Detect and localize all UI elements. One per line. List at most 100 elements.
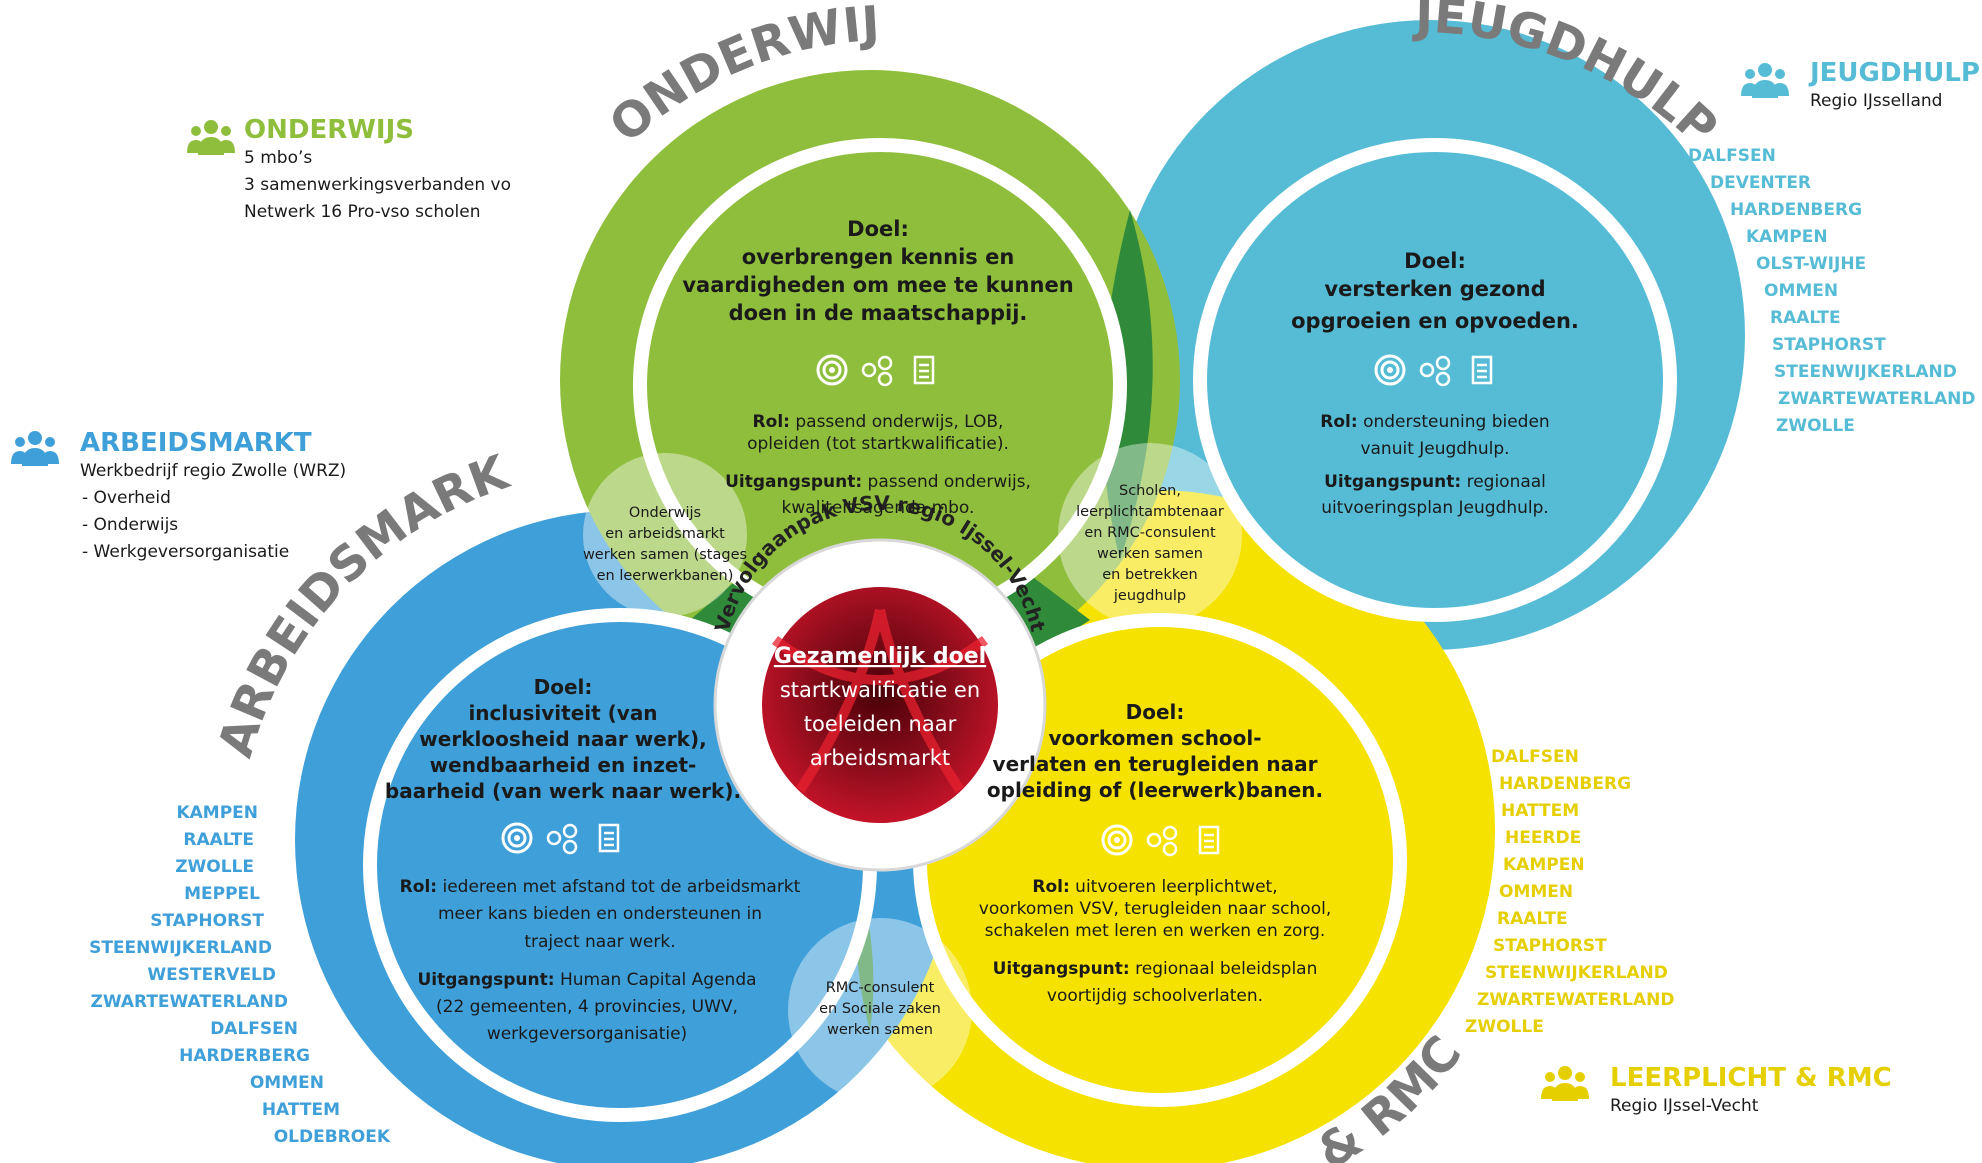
svg-text:Uitgangspunt: Human Capital Ag: Uitgangspunt: Human Capital Agenda <box>417 970 756 990</box>
svg-text:Scholen,: Scholen, <box>1119 483 1181 499</box>
svg-text:en arbeidsmarkt: en arbeidsmarkt <box>605 526 725 542</box>
town-item: HARDENBERG <box>1499 774 1632 794</box>
svg-text:jeugdhulp: jeugdhulp <box>1113 588 1186 604</box>
bubble-onderwijs-jeugdhulp <box>1058 443 1242 627</box>
svg-text:werken samen (stages: werken samen (stages <box>583 547 747 563</box>
town-item: ZWARTEWATERLAND <box>1778 389 1976 409</box>
target-icon <box>1101 824 1133 856</box>
icon-row <box>1101 824 1220 857</box>
side-list-item: Onderwijs <box>82 512 346 539</box>
town-item: KAMPEN <box>1503 855 1585 875</box>
rol-line: schakelen met leren en werken en zorg. <box>985 921 1326 941</box>
uitgangspunt-line: voortijdig schoolverlaten. <box>1047 986 1263 1006</box>
doel-line: opgroeien en opvoeden. <box>1291 309 1579 333</box>
bubble-onderwijs-arbeidsmarkt <box>583 453 747 617</box>
town-item: DALFSEN <box>210 1019 298 1039</box>
rol-label: Rol: <box>1032 877 1069 897</box>
doel-label: Doel: <box>534 675 593 699</box>
town-item: RAALTE <box>183 830 254 850</box>
uitgangspunt-line: passend onderwijs, <box>862 472 1031 492</box>
town-item: HATTEM <box>261 1100 340 1120</box>
overlap-arbeidsmarkt-leerplicht-text: RMC-consulent en Sociale zaken werken sa… <box>819 980 941 1038</box>
disk-jeugdhulp <box>1193 138 1677 622</box>
town-list-leerplicht: DALFSEN HARDENBERG HATTEM HEERDE KAMPEN … <box>1465 744 1674 1041</box>
uitgangspunt-line: kwaliteitsagenda mbo. <box>782 498 975 518</box>
network-icon <box>1419 355 1451 387</box>
side-list-item: Overheid <box>82 485 346 512</box>
svg-text:leerplichtambtenaar: leerplichtambtenaar <box>1076 504 1224 520</box>
document-icon <box>598 823 620 853</box>
doel-line: werkloosheid naar werk), <box>419 727 706 751</box>
svg-text:Rol: uitvoeren leerplichtwet,: Rol: uitvoeren leerplichtwet, <box>1032 877 1277 897</box>
doel-line: vaardigheden om mee te kunnen <box>682 273 1073 297</box>
town-item: WESTERVELD <box>147 965 276 985</box>
svg-text:werken samen: werken samen <box>1097 546 1203 562</box>
uitgangspunt-label: Uitgangspunt: <box>1324 472 1461 492</box>
uitgangspunt-line: (22 gemeenten, 4 provincies, UWV, <box>436 997 738 1017</box>
svg-text:Onderwijs: Onderwijs <box>629 505 701 521</box>
overlap-onderwijs-jeugdhulp-text: Scholen, leerplichtambtenaar en RMC-cons… <box>1076 483 1224 604</box>
target-icon <box>501 822 533 854</box>
doel-label: Doel: <box>847 217 909 241</box>
rol-line: opleiden (tot startkwalificatie). <box>747 434 1009 454</box>
side-block-arbeidsmarkt: ARBEIDSMARKT Werkbedrijf regio Zwolle (W… <box>11 428 346 566</box>
onderwijs-content: Doel: overbrengen kennis en vaardigheden… <box>682 217 1073 518</box>
svg-text:Uitgangspunt: regionaal beleid: Uitgangspunt: regionaal beleidsplan <box>993 959 1318 979</box>
uitgangspunt-label: Uitgangspunt: <box>417 970 554 990</box>
town-list-arbeidsmarkt: KAMPEN RAALTE ZWOLLE MEPPEL STAPHORST ST… <box>60 800 390 1151</box>
document-icon <box>913 355 935 385</box>
town-item: DALFSEN <box>1688 146 1776 166</box>
side-block-onderwijs: ONDERWIJS 5 mbo’s 3 samenwerkingsverband… <box>187 115 512 226</box>
side-title: LEERPLICHT & RMC <box>1610 1063 1892 1093</box>
town-item: ZWOLLE <box>1465 1017 1544 1037</box>
town-item: HARDERBERG <box>179 1046 310 1066</box>
town-item: ZWARTEWATERLAND <box>90 992 288 1012</box>
people-icon <box>1741 63 1789 98</box>
network-icon <box>861 355 893 387</box>
overlap-onderwijs-jeugdhulp <box>1102 210 1153 560</box>
town-item: MEPPEL <box>184 884 260 904</box>
network-icon <box>546 823 578 855</box>
rol-label: Rol: <box>1320 412 1357 432</box>
town-item: STEENWIJKERLAND <box>1485 963 1668 983</box>
svg-text:en betrekken: en betrekken <box>1102 567 1197 583</box>
center-red-curves <box>771 608 989 793</box>
document-icon <box>1471 355 1493 385</box>
svg-text:Uitgangspunt: regionaal: Uitgangspunt: regionaal <box>1324 472 1546 492</box>
side-list-item: Werkgeversorganisatie <box>82 539 346 566</box>
svg-text:werken samen: werken samen <box>827 1022 933 1038</box>
town-item: KAMPEN <box>176 803 258 823</box>
side-title: ONDERWIJS <box>244 115 414 145</box>
town-item: KAMPEN <box>1746 227 1828 247</box>
target-icon <box>1374 354 1406 386</box>
town-item: DALFSEN <box>1491 747 1579 767</box>
rol-line: iedereen met afstand tot de arbeidsmarkt <box>437 877 801 897</box>
rol-line: passend onderwijs, LOB, <box>790 412 1004 432</box>
center-title: Gezamenlijk doel <box>774 644 986 669</box>
people-icon <box>187 120 235 155</box>
doel-line: inclusiviteit (van <box>468 701 657 725</box>
arbeidsmarkt-content: Doel: inclusiviteit (van werkloosheid na… <box>385 675 801 1044</box>
town-item: STAPHORST <box>150 911 264 931</box>
rol-line: vanuit Jeugdhulp. <box>1360 439 1509 459</box>
doel-line: doen in de maatschappij. <box>729 301 1028 325</box>
overlap-onderwijs-arbeidsmarkt-text: Onderwijs en arbeidsmarkt werken samen (… <box>583 505 747 584</box>
side-line: 5 mbo’s <box>244 148 313 168</box>
svg-text:Rol: ondersteuning bieden: Rol: ondersteuning bieden <box>1320 412 1549 432</box>
side-line: 3 samenwerkingsverbanden vo <box>244 175 512 195</box>
town-item: OMMEN <box>1764 281 1839 301</box>
svg-text:en RMC-consulent: en RMC-consulent <box>1084 525 1216 541</box>
uitgangspunt-label: Uitgangspunt: <box>993 959 1130 979</box>
side-title: JEUGDHULP <box>1810 58 1980 88</box>
uitgangspunt-label: Uitgangspunt: <box>725 472 862 492</box>
doel-line: voorkomen school- <box>1048 726 1261 750</box>
uitgangspunt-line: regionaal <box>1461 472 1546 492</box>
rol-line: traject naar werk. <box>524 932 675 952</box>
town-item: ZWARTEWATERLAND <box>1477 990 1675 1010</box>
rol-line: voorkomen VSV, terugleiden naar school, <box>979 899 1331 919</box>
svg-text:en Sociale zaken: en Sociale zaken <box>819 1001 941 1017</box>
uitgangspunt-line: regionaal beleidsplan <box>1130 959 1318 979</box>
doel-line: overbrengen kennis en <box>742 245 1015 269</box>
doel-label: Doel: <box>1126 700 1185 724</box>
